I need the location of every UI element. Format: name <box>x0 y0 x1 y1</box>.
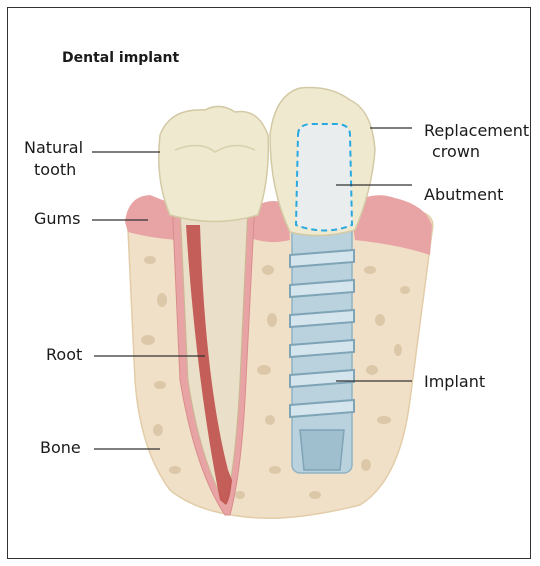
label-implant: Implant <box>424 372 485 391</box>
label-natural-tooth-line2: tooth <box>34 160 76 179</box>
label-root: Root <box>46 345 82 364</box>
abutment <box>296 124 352 231</box>
diagram-title: Dental implant <box>62 50 180 66</box>
label-replacement-crown-line2: crown <box>432 142 480 161</box>
label-gums: Gums <box>34 209 80 228</box>
label-abutment: Abutment <box>424 185 503 204</box>
label-bone: Bone <box>40 438 81 457</box>
natural-tooth-crown <box>159 106 269 221</box>
label-natural-tooth-line1: Natural <box>24 138 83 157</box>
label-replacement-crown-line1: Replacement <box>424 121 529 140</box>
